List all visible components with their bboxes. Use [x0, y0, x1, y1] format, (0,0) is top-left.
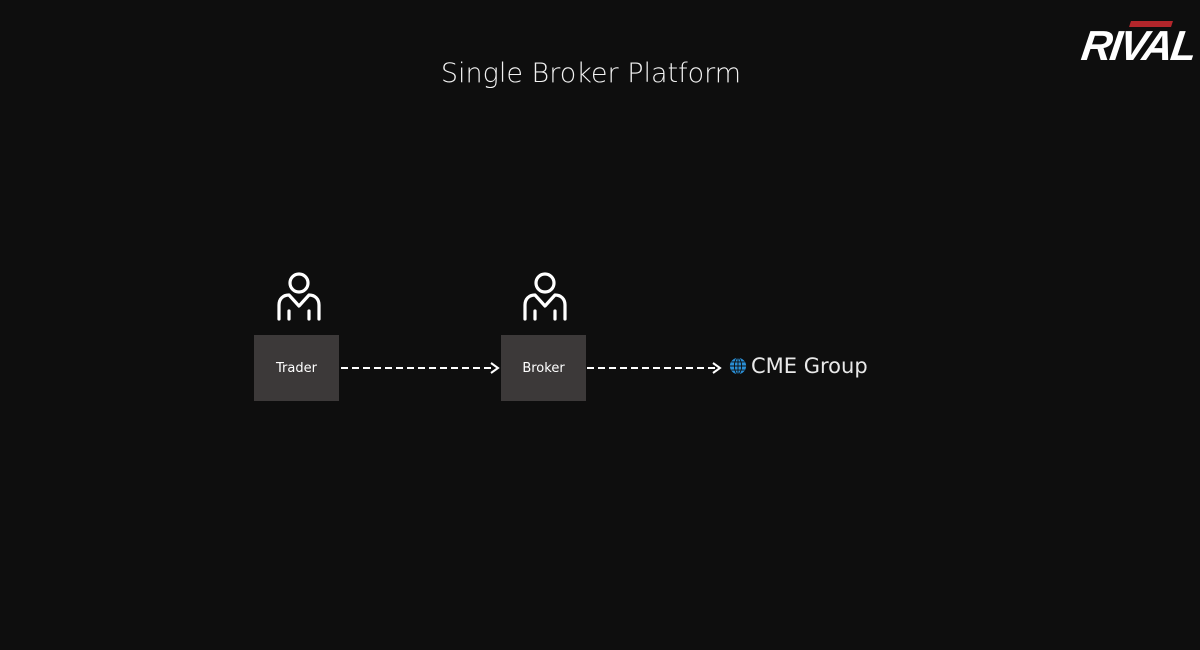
trader-label: Trader: [276, 360, 317, 376]
globe-icon: [729, 357, 747, 375]
trader-to-broker-arrow: [341, 362, 500, 374]
broker-to-cme-arrow: [587, 362, 722, 374]
cme-group-label: CME Group: [751, 354, 868, 378]
cme-group-logo: CME Group: [729, 354, 868, 378]
logo-text: RIVAL: [1078, 22, 1199, 69]
trader-person-icon: [277, 272, 321, 321]
page-title: Single Broker Platform: [440, 58, 742, 89]
rival-logo: RIVAL: [1078, 18, 1198, 70]
broker-node: Broker: [501, 335, 586, 401]
broker-label: Broker: [522, 360, 565, 376]
broker-person-icon: [523, 272, 567, 321]
trader-node: Trader: [254, 335, 339, 401]
